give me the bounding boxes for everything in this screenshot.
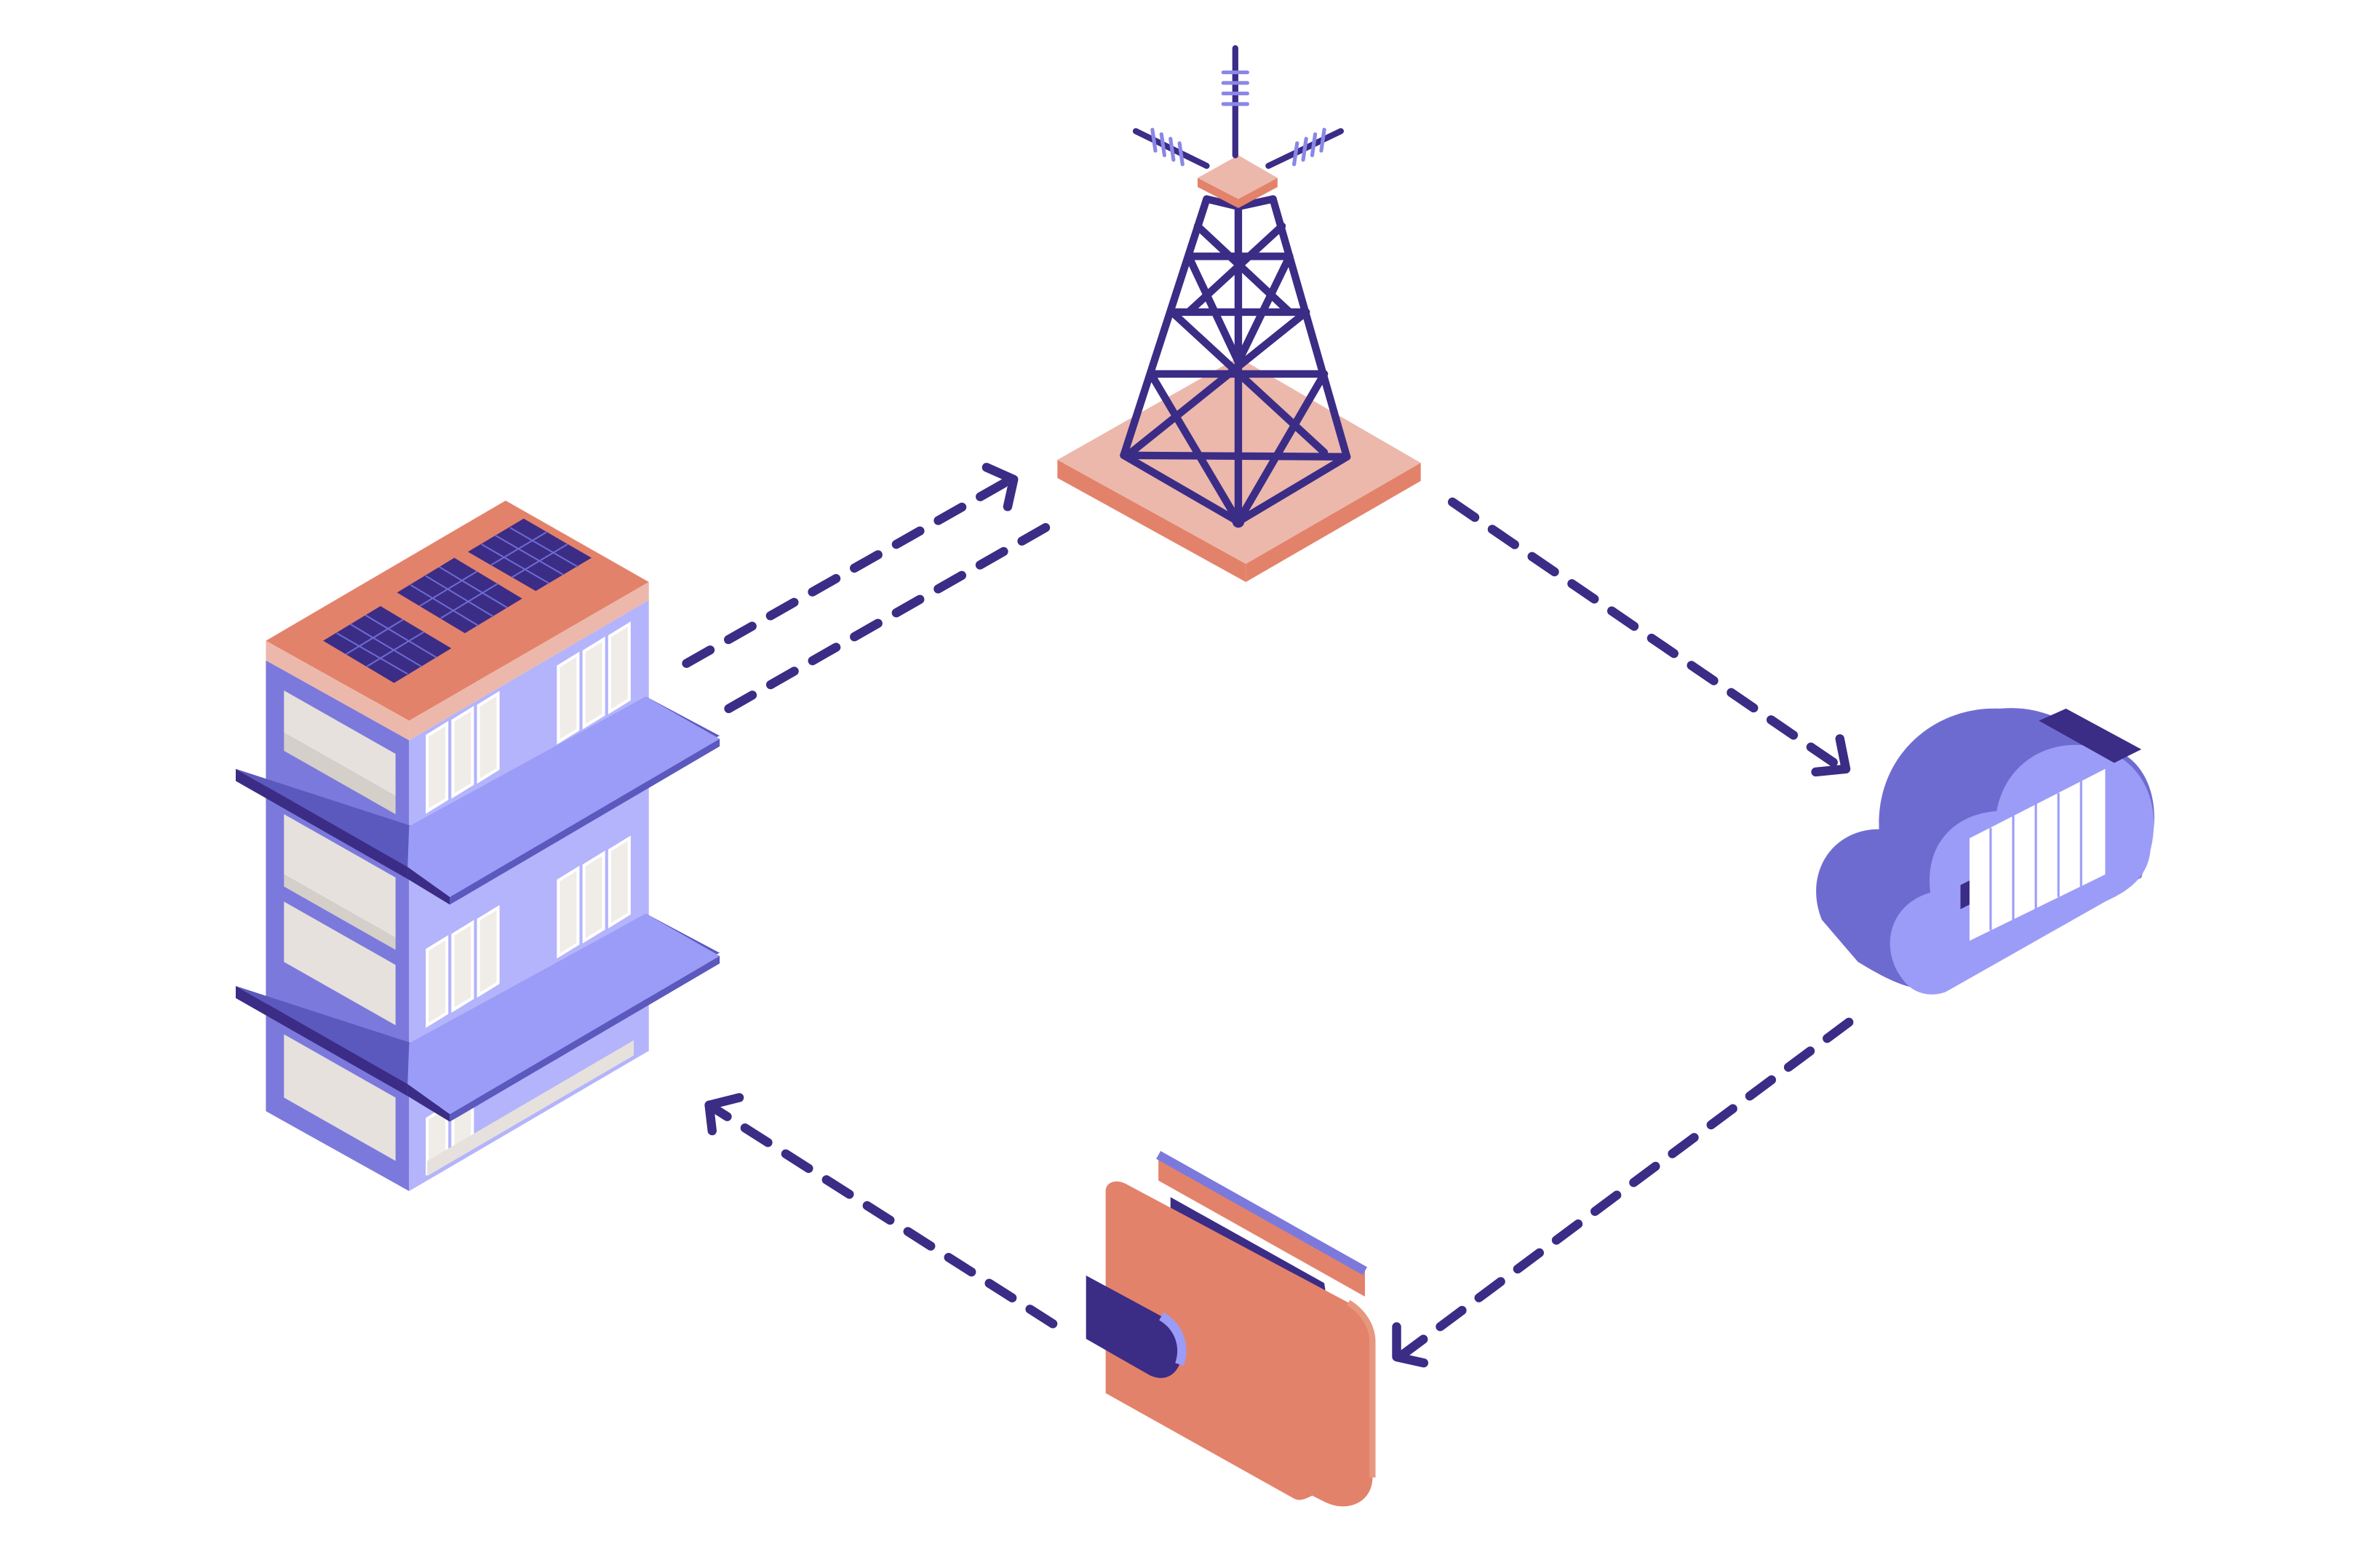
arrow-wallet-to-building	[704, 1093, 1058, 1329]
arrow-tower-to-cloud	[1447, 497, 1851, 777]
power-tower-icon	[1057, 45, 1421, 582]
solar-panel-icon	[323, 518, 592, 683]
cloud-battery-icon	[1816, 708, 2154, 995]
dashed-line-tower-to-building	[724, 517, 1061, 714]
wallet-icon	[1086, 1150, 1376, 1507]
solar-building-icon	[236, 500, 720, 1191]
connector-arrows	[682, 463, 1854, 1368]
arrow-cloud-to-wallet	[1392, 1017, 1854, 1368]
arrow-building-to-tower	[682, 463, 1019, 668]
